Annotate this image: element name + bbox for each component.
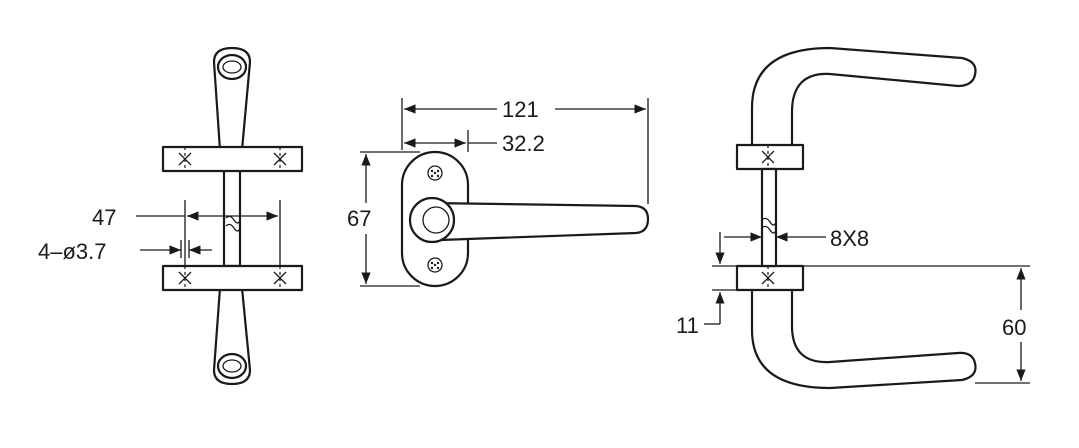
front-upper-handle [212, 46, 252, 152]
front-upper-grip [216, 53, 248, 81]
top-upper-rose [735, 143, 805, 171]
top-upper-lever [750, 46, 977, 150]
front-lower-handle [212, 286, 252, 386]
dim-4-holes-label: 4–ø3.7 [38, 239, 107, 264]
top-lower-lever [750, 286, 977, 390]
side-rose-collar [408, 196, 456, 244]
side-view: 121 32.2 67 [347, 97, 650, 288]
top-lower-rose [735, 264, 805, 292]
front-upper-rose [161, 145, 304, 173]
side-lever [428, 201, 650, 242]
top-spindle [760, 167, 778, 268]
dim-47-label: 47 [92, 205, 116, 230]
lower-screw-icon [427, 257, 443, 273]
top-view: 8X8 11 60 [676, 46, 1030, 390]
dim-121-label: 121 [502, 97, 539, 122]
front-lower-grip [216, 352, 248, 380]
front-view: 47 4–ø3.7 [38, 46, 304, 386]
upper-screw-icon [427, 165, 443, 181]
dim-32-label: 32.2 [502, 131, 545, 156]
dim-11-label: 11 [676, 313, 699, 338]
dim-67-label: 67 [347, 206, 371, 231]
dim-8x8-label: 8X8 [830, 226, 869, 251]
dim-60-label: 60 [1002, 315, 1026, 340]
front-lower-rose [161, 264, 304, 292]
